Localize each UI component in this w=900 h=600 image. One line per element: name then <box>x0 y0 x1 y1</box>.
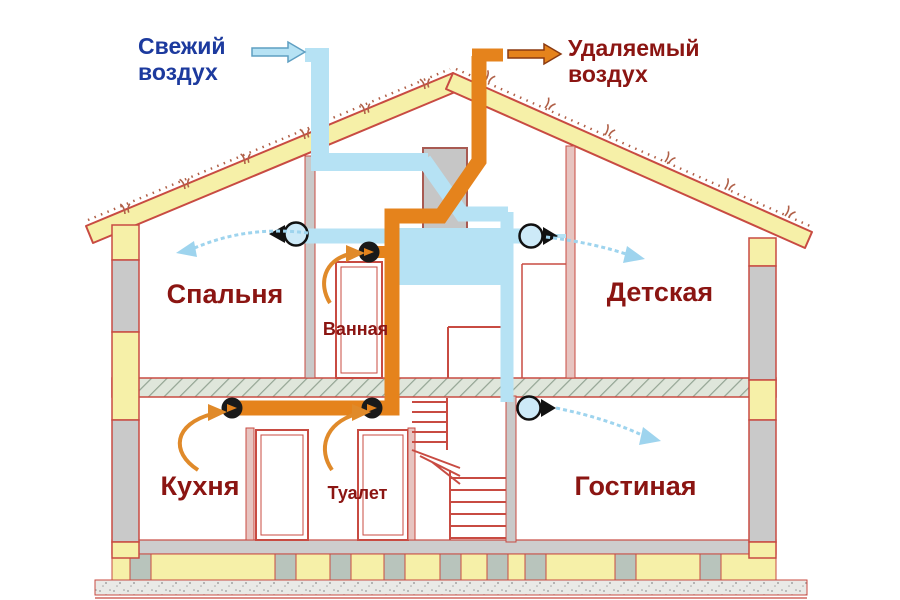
supply-diffuser-icon <box>516 395 556 421</box>
bathroom-exhaust-arrow <box>322 252 351 305</box>
exhaust-grilles <box>221 241 383 419</box>
foundation <box>94 539 808 599</box>
fresh-air-shaft-duct <box>417 155 508 222</box>
exhaust-air-label: Удаляемый воздух <box>568 35 700 87</box>
floor-slab <box>111 377 777 398</box>
left-wall <box>111 224 140 559</box>
fresh-air-label: Свежий воздух <box>138 33 226 85</box>
staircase <box>411 398 506 540</box>
fresh-air-intake-duct <box>311 48 428 171</box>
nursery-airflow-arrow <box>545 235 633 258</box>
room-label-bedroom: Спальня <box>166 279 284 309</box>
toilet-exhaust-arrow <box>322 412 357 472</box>
foundation-piers <box>129 553 722 581</box>
supply-diffusers <box>269 221 558 421</box>
room-label-living-room: Гостиная <box>574 471 697 501</box>
bathroom-door <box>335 261 383 379</box>
nursery-wall <box>565 145 576 379</box>
living-room-wall <box>505 395 517 543</box>
exhaust-flow-arrows <box>177 252 357 472</box>
room-label-nursery: Детская <box>606 277 714 307</box>
fresh-air-ducts <box>299 48 566 402</box>
living-room-airflow-arrow <box>555 406 649 440</box>
exhaust-air-arrow-icon <box>507 42 563 66</box>
toilet-door <box>357 429 409 541</box>
supply-diffuser-icon <box>269 221 309 247</box>
exhaust-grille-icon <box>361 397 383 419</box>
supply-diffuser-icon <box>518 223 558 249</box>
roof <box>85 67 813 249</box>
right-wall <box>748 237 777 559</box>
exhaust-grille-icon <box>358 241 380 263</box>
bedroom-airflow-arrow <box>189 229 309 252</box>
first-floor-interior <box>245 395 517 543</box>
kitchen-wall <box>245 427 255 541</box>
fresh-flow-arrows <box>189 229 649 440</box>
hall-door <box>255 429 309 541</box>
room-label-toilet: Туалет <box>327 483 388 503</box>
bedroom-bathroom-wall <box>304 155 316 379</box>
room-label-bathroom: Ванная <box>322 319 389 339</box>
room-label-kitchen: Кухня <box>160 471 240 501</box>
exhaust-grille-icon <box>221 397 243 419</box>
fresh-flow-arrowheads <box>176 241 661 445</box>
kitchen-exhaust-arrow <box>177 412 213 472</box>
exhaust-flow-arrowheads <box>208 245 371 421</box>
roof-grass-texture <box>87 67 811 228</box>
fresh-air-arrow-icon <box>251 40 307 64</box>
